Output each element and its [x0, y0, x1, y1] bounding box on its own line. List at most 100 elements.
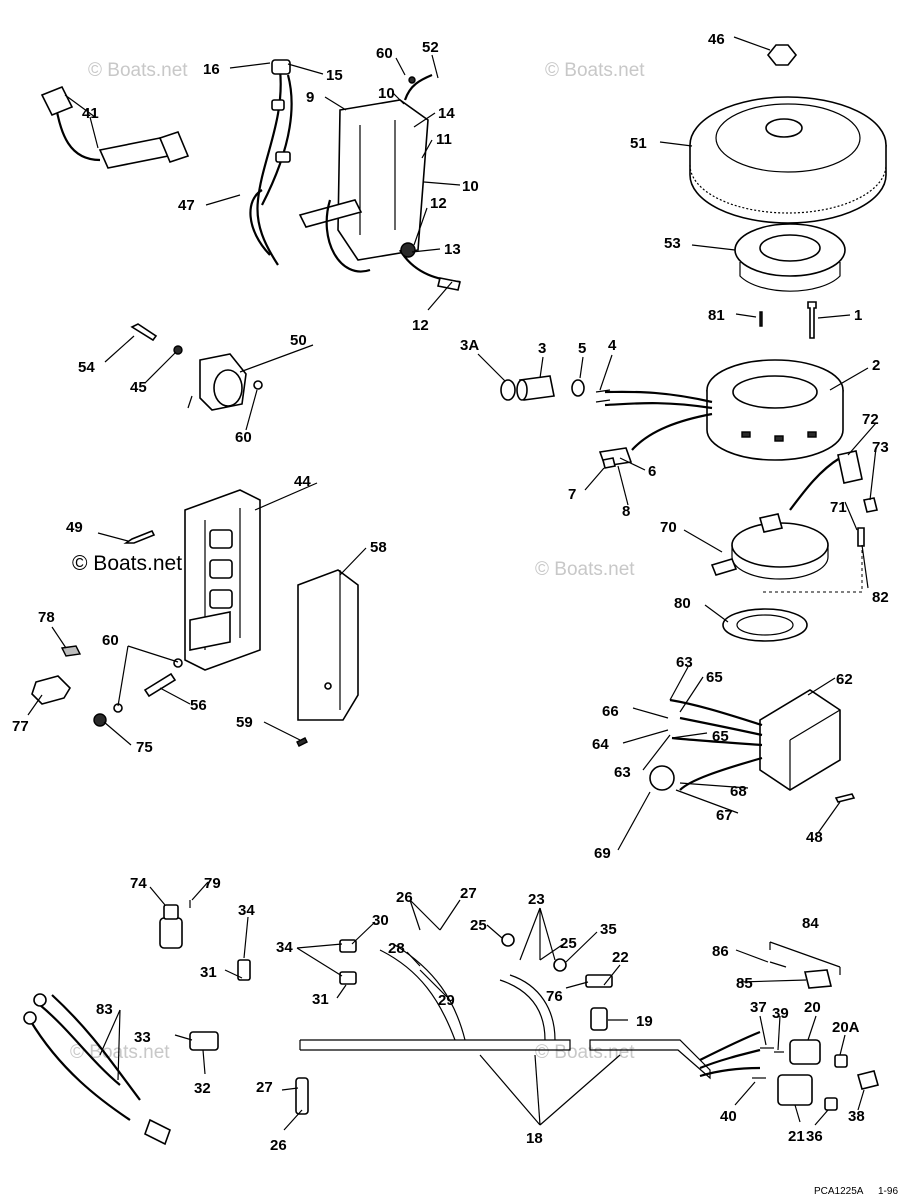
callout-52: 52	[422, 39, 439, 56]
clip-20a-drawing	[834, 1054, 848, 1068]
callout-22: 22	[612, 949, 629, 966]
callout-5: 5	[578, 340, 586, 357]
callout-86: 86	[712, 943, 729, 960]
callout-34b: 34	[276, 939, 293, 956]
callout-27b: 27	[256, 1079, 273, 1096]
clip-78-drawing	[60, 645, 82, 657]
callout-12: 12	[430, 195, 447, 212]
main-harness-drawing	[189, 933, 761, 1115]
callout-84: 84	[802, 915, 819, 932]
callout-11: 11	[436, 131, 452, 148]
callout-9: 9	[306, 89, 314, 106]
callout-14: 14	[438, 105, 455, 122]
watermarks: © Boats.net © Boats.net © Boats.net © Bo…	[70, 60, 645, 1063]
callout-66: 66	[602, 703, 619, 720]
callout-15: 15	[326, 67, 343, 84]
watermark: © Boats.net	[535, 559, 635, 580]
callout-31: 31	[200, 964, 217, 981]
callout-7: 7	[568, 486, 576, 503]
callout-32: 32	[194, 1080, 211, 1097]
callout-34: 34	[238, 902, 255, 919]
timer-sensor-drawing	[710, 450, 878, 642]
watermark: © Boats.net	[545, 60, 645, 81]
callout-28: 28	[388, 940, 405, 957]
callout-82: 82	[872, 589, 889, 606]
watermark-dark: © Boats.net	[72, 552, 182, 575]
callout-60c: 60	[102, 632, 119, 649]
callout-26b: 26	[270, 1137, 287, 1154]
screw-59-drawing	[296, 737, 308, 747]
callout-63b: 63	[614, 764, 631, 781]
diagram-date: 1-96	[878, 1186, 898, 1197]
battery-leads-drawing	[23, 993, 171, 1146]
sensor-74-drawing	[159, 900, 191, 949]
callout-62: 62	[836, 671, 853, 688]
pin-81-drawing	[759, 311, 763, 327]
callout-36: 36	[806, 1128, 823, 1145]
callout-3: 3	[538, 340, 546, 357]
connector-21-drawing	[777, 1074, 813, 1106]
callout-labels: 16 15 9 60 52 10 14 11 10 12 13 12 41 47…	[12, 31, 889, 1154]
timer-base-drawing	[734, 223, 846, 292]
callout-63: 63	[676, 654, 693, 671]
callout-29: 29	[438, 992, 455, 1009]
callout-60: 60	[376, 45, 393, 62]
callout-79: 79	[204, 875, 221, 892]
callout-78: 78	[38, 609, 55, 626]
power-pack-cover-drawing	[297, 569, 359, 721]
callout-16: 16	[203, 61, 220, 78]
callout-13: 13	[444, 241, 461, 258]
connector-6-drawing	[598, 447, 633, 469]
watermark: © Boats.net	[70, 1042, 170, 1063]
watermark: © Boats.net	[535, 1042, 635, 1063]
connector-3-drawing	[500, 375, 611, 403]
callout-33: 33	[134, 1029, 151, 1046]
callout-19: 19	[636, 1013, 653, 1030]
callout-3a: 3A	[460, 337, 479, 354]
leader-lines	[27, 36, 877, 1131]
callout-80: 80	[674, 595, 691, 612]
ignition-coil-drawing	[298, 73, 461, 291]
callout-81: 81	[708, 307, 725, 324]
callout-25b: 25	[560, 935, 577, 952]
callout-38: 38	[848, 1108, 865, 1125]
callout-44: 44	[294, 473, 311, 490]
callout-72: 72	[862, 411, 879, 428]
callout-50: 50	[290, 332, 307, 349]
callout-26: 26	[396, 889, 413, 906]
callout-27: 27	[460, 885, 477, 902]
nut-75-drawing	[93, 713, 107, 727]
callout-75: 75	[136, 739, 153, 756]
callout-20a: 20A	[832, 1019, 860, 1036]
lead-harness-drawing	[249, 59, 293, 266]
callout-59: 59	[236, 714, 253, 731]
clip-38-drawing	[857, 1070, 879, 1090]
callout-8: 8	[622, 503, 630, 520]
screw-1-drawing	[807, 301, 817, 339]
callout-37: 37	[750, 999, 767, 1016]
callout-73: 73	[872, 439, 889, 456]
callout-60b: 60	[235, 429, 252, 446]
callout-2: 2	[872, 357, 880, 374]
callout-47: 47	[178, 197, 195, 214]
callout-45: 45	[130, 379, 147, 396]
callout-35: 35	[600, 921, 617, 938]
callout-20: 20	[804, 999, 821, 1016]
callout-56: 56	[190, 697, 207, 714]
callout-31b: 31	[312, 991, 329, 1008]
callout-68: 68	[730, 783, 747, 800]
power-pack-bracket-drawing	[184, 489, 261, 671]
grommet-77-drawing	[31, 675, 72, 705]
callout-10b: 10	[462, 178, 479, 195]
screw-56-drawing	[143, 672, 177, 698]
callout-25: 25	[470, 917, 487, 934]
callout-54: 54	[78, 359, 95, 376]
stator-drawing	[604, 359, 844, 461]
callout-46: 46	[708, 31, 725, 48]
callout-23: 23	[528, 891, 545, 908]
callout-49: 49	[66, 519, 83, 536]
coil-50-drawing	[130, 323, 263, 411]
washer-60-drawing	[173, 658, 183, 668]
callout-64: 64	[592, 736, 609, 753]
